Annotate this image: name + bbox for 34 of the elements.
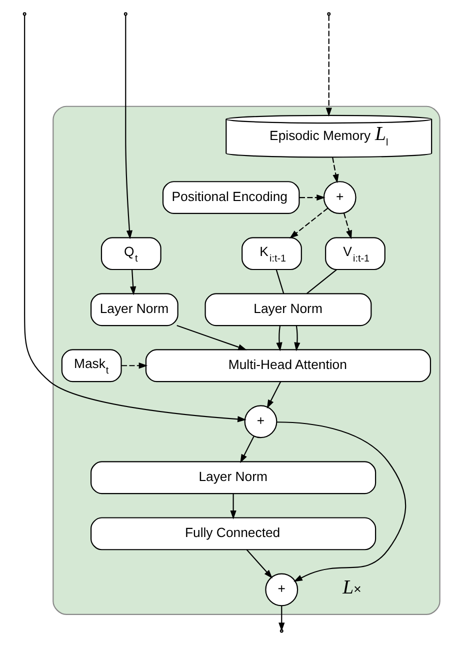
- node-box: Layer Norm: [90, 461, 376, 494]
- node-box: Multi-Head Attention: [145, 349, 432, 382]
- node-box: Layer Norm: [204, 293, 372, 326]
- node-circle: +: [244, 405, 278, 438]
- node-box: Positional Encoding: [162, 181, 300, 214]
- arrow: [125, 15, 133, 240]
- node-box: K$_{i:t-1}$: [242, 237, 302, 270]
- arrow: [343, 212, 352, 240]
- arrow: [276, 326, 282, 352]
- arrow: [122, 362, 148, 369]
- arrow: [240, 436, 254, 464]
- arrow: [176, 325, 247, 350]
- node-box: Layer Norm: [90, 293, 178, 326]
- node-circle: +: [323, 181, 356, 214]
- arrow: [332, 157, 339, 184]
- node-box: Q$_{t}$: [100, 237, 162, 270]
- arrow: [278, 606, 285, 632]
- arrow: [266, 381, 282, 409]
- arrow: [326, 15, 332, 117]
- node-box: Mask$_{t}$: [61, 349, 122, 382]
- arrow: [294, 326, 300, 352]
- arrow: [246, 549, 273, 579]
- connector: [276, 270, 284, 294]
- arrow: [300, 194, 326, 201]
- node-box: V$_{i:t-1}$: [325, 237, 386, 270]
- arrow: [24, 15, 246, 422]
- label: L×: [342, 576, 362, 598]
- arrow: [230, 494, 236, 520]
- connector: [306, 269, 337, 294]
- arrow: [130, 270, 136, 296]
- arrow: [289, 208, 328, 238]
- node-box: Fully Connected: [90, 517, 376, 550]
- node-circle: +: [265, 573, 298, 606]
- arrow: [277, 422, 406, 582]
